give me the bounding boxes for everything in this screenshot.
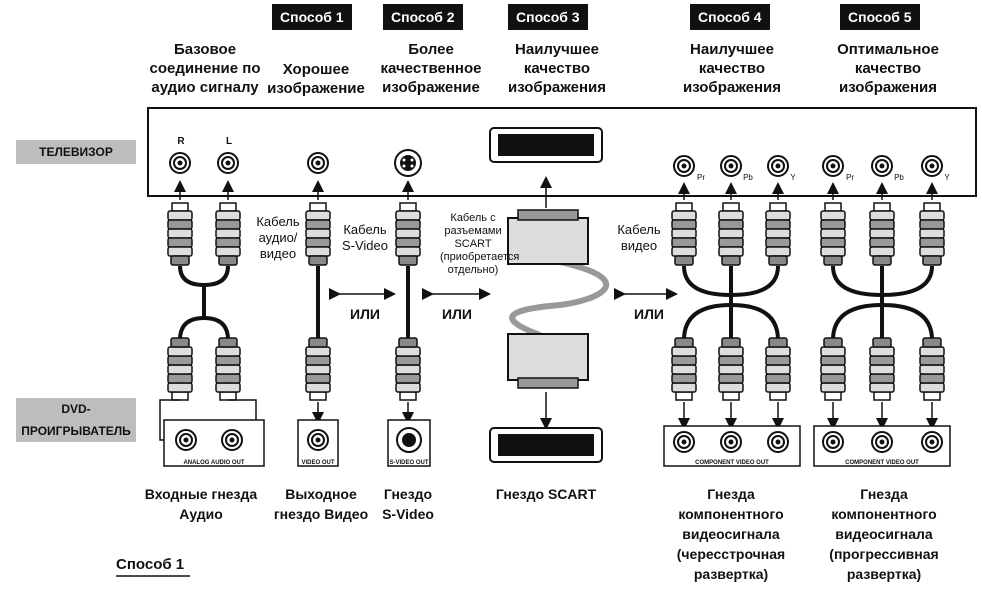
or-label-1: ИЛИ [350,306,380,322]
tv-jack-label-pb-2: Pb [894,173,904,182]
tv-jack-l [217,152,239,174]
heading-method-5: Оптимальное качество изображения [837,41,939,96]
or-label-3: ИЛИ [634,306,664,322]
tv-jack-label-y-2: Y [944,173,950,182]
panel-label-svideo-out: S-VIDEO OUT [389,460,429,466]
tv-jack-r [169,152,191,174]
bottom-label-component-progressive: Гнезда компонентного видеосигнала (прогр… [829,486,939,582]
tv-jack-pb-1 [720,155,742,177]
scart-plug-top [507,209,589,265]
or-label-2: ИЛИ [442,306,472,322]
bottom-label-video: Выходное гнездо Видео [273,486,369,522]
panel-label-video-out: VIDEO OUT [301,460,335,466]
tv-jack-y-2 [921,155,943,177]
heading-method-1: Хорошее изображение [267,61,365,97]
heading-method-4: Наилучшее качество изображения [682,41,782,96]
tv-jack-scart [489,127,603,163]
tv-jack-pb-2 [871,155,893,177]
tv-jack-label-l: L [225,136,233,147]
cable-av-label: Кабель аудио/ видео [256,214,300,261]
tv-jack-video [307,152,329,174]
dvd-label: DVD- ПРОИГРЫВАТЕЛЬ [16,398,136,442]
bottom-label-audio: Входные гнезда Аудио [144,486,258,522]
tab-method-5: Способ 5 [840,4,920,30]
tab-method-4: Способ 4 [690,4,770,30]
cable-svideo-label: Кабель S-Video [341,222,388,253]
tv-jack-pr-2 [822,155,844,177]
dvd-scart-jack [489,427,603,463]
tab-method-1: Способ 1 [272,4,352,30]
tv-label: ТЕЛЕВИЗОР [16,140,136,164]
tv-jack-label-pr-1: Pr [697,173,705,182]
tab-method-3: Способ 3 [508,4,588,30]
tv-jack-pr-1 [673,155,695,177]
heading-audio: Базовое соединение по аудио сигналу [149,41,261,96]
cable-scart-label: Кабель с разъемами SCART (приобретается … [440,212,520,276]
cable-video-label: Кабель видео [617,222,661,253]
tv-jack-label-pb-1: Pb [743,173,753,182]
heading-method-2: Более качественное изображение [380,41,482,96]
tab-method-2: Способ 2 [383,4,463,30]
tv-jack-label-y-1: Y [790,173,796,182]
tv-jack-y-1 [767,155,789,177]
scart-plug-bottom [507,333,589,389]
panel-label-component-2: COMPONENT VIDEO OUT [845,460,919,466]
bottom-label-svideo: Гнездо S-Video [382,486,434,522]
tv-jack-label-r: R [177,136,185,147]
panel-label-component-1: COMPONENT VIDEO OUT [695,460,769,466]
panel-label-analog-audio: ANALOG AUDIO OUT [183,460,245,466]
heading-method-3: Наилучшее качество изображения [507,41,607,96]
bottom-label-scart: Гнездо SCART [495,486,597,502]
tv-jack-svideo [394,149,422,177]
tv-jack-label-pr-2: Pr [846,173,854,182]
footer-method-1: Способ 1 [116,556,185,573]
bottom-label-component-interlaced: Гнезда компонентного видеосигнала (черес… [676,486,786,582]
